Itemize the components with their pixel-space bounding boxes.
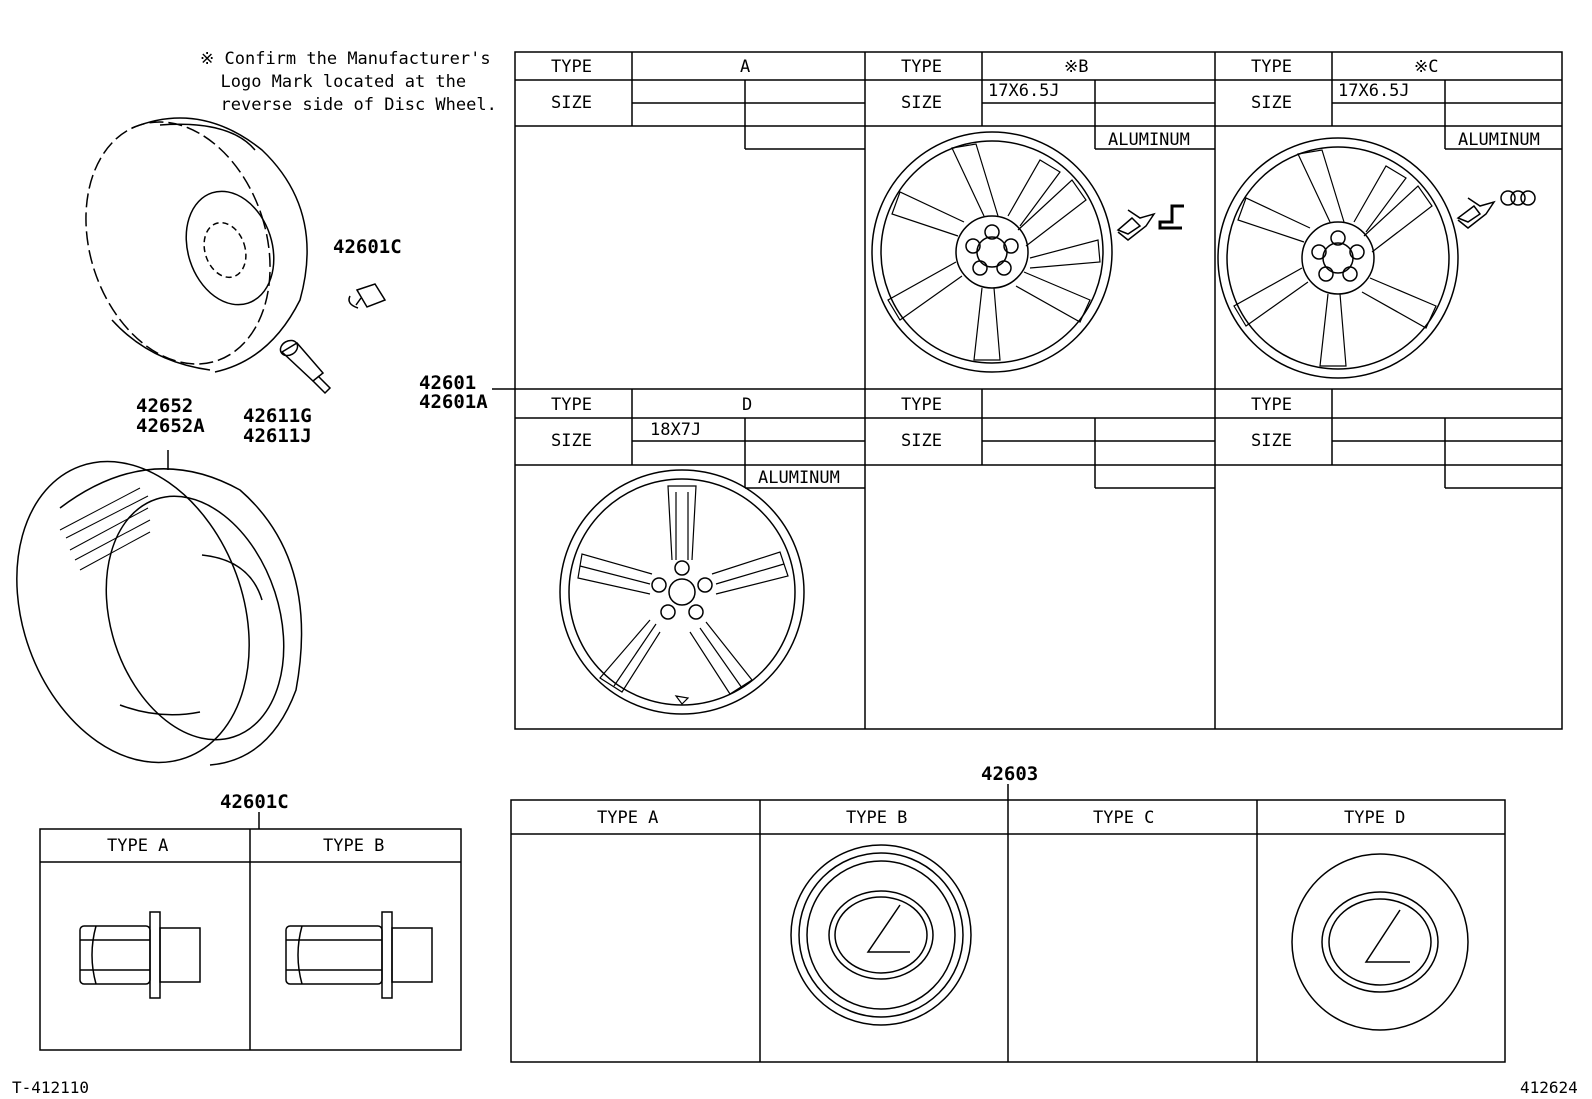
- wheel-b-drawing: [871, 131, 1184, 373]
- wheel-c-material: ALUMINUM: [1458, 130, 1540, 150]
- wheel-nut-small: [348, 283, 387, 309]
- note-symbol: ※: [200, 49, 215, 69]
- part-42652: 42652: [136, 395, 194, 417]
- part-42611j: 42611J: [243, 425, 312, 447]
- cap-table-grid: [510, 784, 1506, 1063]
- part-42601c-top: 42601C: [333, 236, 402, 258]
- wheel-b-size-value: 17X6.5J: [988, 81, 1060, 101]
- nut-type-b-drawing: [285, 911, 433, 999]
- part-42601c-bottom: 42601C: [220, 791, 289, 813]
- cap-type-b-drawing: [790, 844, 972, 1026]
- cap-type-c-header: TYPE C: [1093, 808, 1155, 828]
- wheel-d-material: ALUMINUM: [758, 468, 840, 488]
- cap-type-d-drawing: [1291, 853, 1469, 1031]
- disc-wheel-drawing: [85, 117, 308, 373]
- cap-type-b-header: TYPE B: [846, 808, 908, 828]
- part-42603: 42603: [981, 763, 1039, 785]
- wheel-c-type-value: ※C: [1414, 57, 1439, 77]
- manufacturer-note: ※ Confirm the Manufacturer's Logo Mark l…: [200, 48, 497, 117]
- wheel-b-size-label: SIZE: [901, 93, 942, 113]
- nut-type-a-header: TYPE A: [107, 836, 169, 856]
- wheel-d-drawing: [559, 469, 805, 715]
- wheel-f-type-label: TYPE: [1251, 395, 1292, 415]
- note-line-1: Confirm the Manufacturer's: [224, 49, 491, 69]
- wheel-d-size-label: SIZE: [551, 431, 592, 451]
- wheel-b-type-label: TYPE: [901, 57, 942, 77]
- nut-type-b-header: TYPE B: [323, 836, 385, 856]
- part-42601: 42601: [419, 372, 477, 394]
- part-42611g: 42611G: [243, 405, 312, 427]
- part-42601a: 42601A: [419, 391, 488, 413]
- wheel-c-drawing: [1217, 137, 1536, 379]
- wheel-b-material: ALUMINUM: [1108, 130, 1190, 150]
- part-42652a: 42652A: [136, 415, 205, 437]
- wheel-table-grid: [492, 51, 1563, 730]
- wheel-c-size-label: SIZE: [1251, 93, 1292, 113]
- wheel-c-type-label: TYPE: [1251, 57, 1292, 77]
- wheel-d-type-value: D: [742, 395, 753, 415]
- wheel-a-type-value: A: [740, 57, 751, 77]
- footer-left-code: T-412110: [12, 1078, 90, 1097]
- nut-type-a-drawing: [79, 911, 201, 999]
- cap-type-d-header: TYPE D: [1344, 808, 1406, 828]
- note-line-3: reverse side of Disc Wheel.: [220, 95, 497, 115]
- footer-right-code: 412624: [1520, 1078, 1578, 1097]
- wheel-f-size-label: SIZE: [1251, 431, 1292, 451]
- wheel-d-size-value: 18X7J: [650, 420, 702, 440]
- wheel-b-type-value: ※B: [1064, 57, 1089, 77]
- wheel-d-type-label: TYPE: [551, 395, 592, 415]
- wheel-e-size-label: SIZE: [901, 431, 942, 451]
- tire-drawing: [16, 450, 303, 766]
- valve-drawing: [279, 339, 332, 395]
- note-line-2: Logo Mark located at the: [220, 72, 467, 92]
- cap-type-a-header: TYPE A: [597, 808, 659, 828]
- wheel-e-type-label: TYPE: [901, 395, 942, 415]
- wheel-c-size-value: 17X6.5J: [1338, 81, 1410, 101]
- wheel-a-size-label: SIZE: [551, 93, 592, 113]
- nut-table-grid: [39, 812, 462, 1051]
- wheel-a-type-label: TYPE: [551, 57, 592, 77]
